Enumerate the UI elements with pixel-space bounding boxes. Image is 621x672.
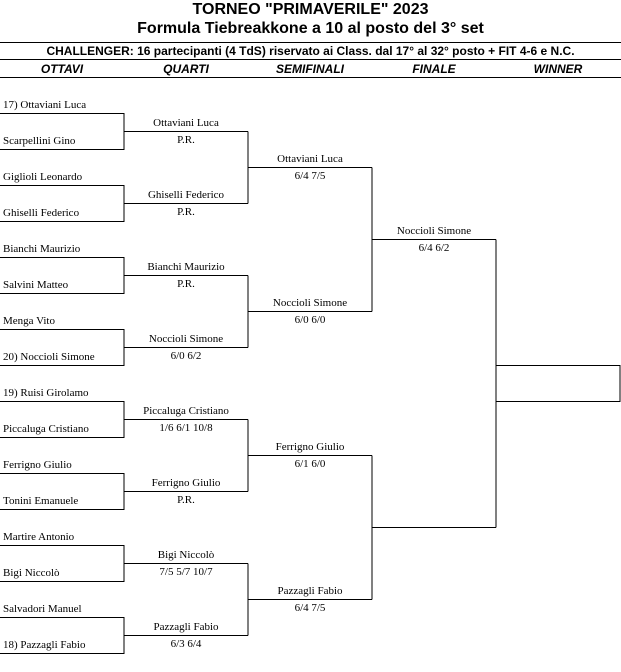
- ottavi-player: Bigi Niccolò: [3, 567, 60, 579]
- ottavi-player: Martire Antonio: [3, 531, 75, 543]
- semifinali-score: 6/4 7/5: [294, 602, 326, 614]
- ottavi-player: 20) Noccioli Simone: [3, 351, 95, 363]
- header-divider-top: [0, 42, 621, 43]
- quarti-score: P.R.: [177, 134, 195, 146]
- ottavi-player: Tonini Emanuele: [3, 495, 79, 507]
- ottavi-player: Bianchi Maurizio: [3, 243, 81, 255]
- ottavi-player: Salvadori Manuel: [3, 603, 82, 615]
- quarti-player: Pazzagli Fabio: [153, 621, 219, 633]
- quarti-score: 1/6 6/1 10/8: [159, 422, 213, 434]
- quarti-score: 6/3 6/4: [170, 638, 202, 650]
- semifinali-player: Ottaviani Luca: [277, 153, 343, 165]
- quarti-score: P.R.: [177, 206, 195, 218]
- ottavi-player: Scarpellini Gino: [3, 135, 76, 147]
- quarti-player: Ferrigno Giulio: [151, 477, 221, 489]
- ottavi-player: Piccaluga Cristiano: [3, 423, 89, 435]
- quarti-score: P.R.: [177, 494, 195, 506]
- ottavi-player: 19) Ruisi Girolamo: [3, 387, 89, 399]
- semifinali-score: 6/0 6/0: [294, 314, 326, 326]
- quarti-player: Bigi Niccolò: [157, 549, 215, 561]
- semifinali-player: Pazzagli Fabio: [277, 585, 343, 597]
- column-header-winner: WINNER: [533, 62, 583, 76]
- quarti-player: Ghiselli Federico: [147, 189, 225, 201]
- ottavi-player: Salvini Matteo: [3, 279, 69, 291]
- column-header-finale: FINALE: [412, 62, 456, 76]
- semifinali-player: Noccioli Simone: [272, 297, 348, 309]
- semifinali-score: 6/4 7/5: [294, 170, 326, 182]
- quarti-player: Noccioli Simone: [148, 333, 224, 345]
- quarti-player: Piccaluga Cristiano: [143, 405, 229, 417]
- finale-score: 6/4 6/2: [418, 242, 450, 254]
- quarti-player: Bianchi Maurizio: [147, 261, 225, 273]
- tournament-title: TORNEO "PRIMAVERILE" 2023: [192, 1, 429, 18]
- category-description: CHALLENGER: 16 partecipanti (4 TdS) rise…: [46, 44, 575, 58]
- header-divider-bottom: [0, 59, 621, 60]
- ottavi-player: 17) Ottaviani Luca: [3, 99, 87, 111]
- quarti-player: Ottaviani Luca: [153, 117, 219, 129]
- ottavi-player: 18) Pazzagli Fabio: [3, 639, 86, 651]
- quarti-score: 6/0 6/2: [170, 350, 202, 362]
- tournament-subtitle: Formula Tiebreakkone a 10 al posto del 3…: [137, 20, 484, 37]
- quarti-score: 7/5 5/7 10/7: [159, 566, 213, 578]
- column-header-quarti: QUARTI: [163, 62, 209, 76]
- semifinali-player: Ferrigno Giulio: [275, 441, 345, 453]
- column-header-semifinali: SEMIFINALI: [276, 62, 344, 76]
- ottavi-player: Giglioli Leonardo: [3, 171, 83, 183]
- ottavi-player: Menga Vito: [3, 315, 55, 327]
- quarti-score: P.R.: [177, 278, 195, 290]
- column-header-ottavi: OTTAVI: [40, 62, 84, 76]
- ottavi-player: Ghiselli Federico: [3, 207, 80, 219]
- finale-player: Noccioli Simone: [396, 225, 472, 237]
- ottavi-player: Ferrigno Giulio: [3, 459, 72, 471]
- semifinali-score: 6/1 6/0: [294, 458, 326, 470]
